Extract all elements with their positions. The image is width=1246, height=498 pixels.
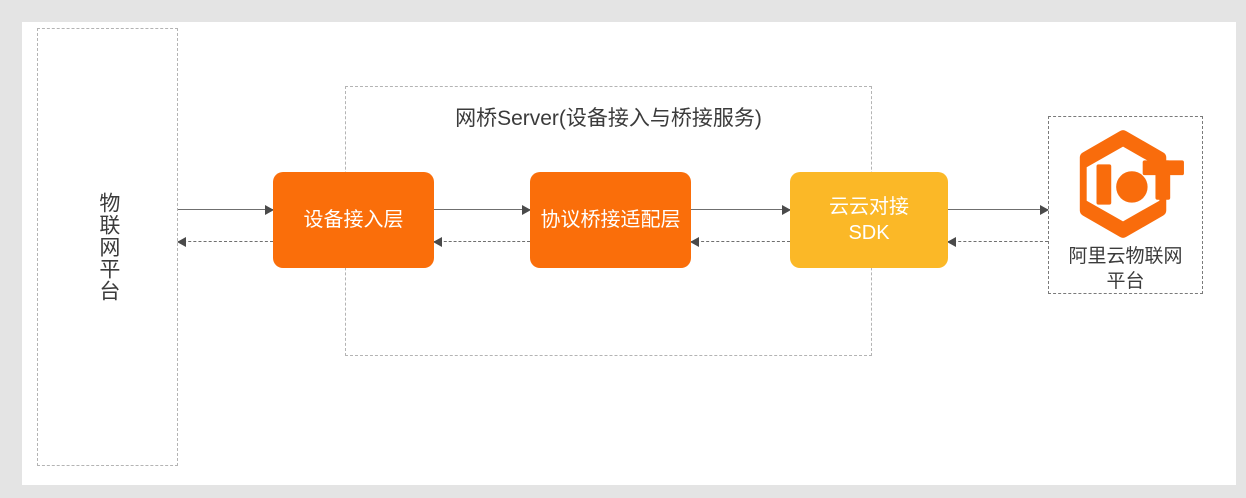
node-protocol-bridge[interactable]: 协议桥接适配层 [530, 172, 691, 268]
arrow-head-right-icon [1040, 204, 1049, 215]
arrow-line-dashed [178, 241, 273, 242]
arrow-head-left-icon [433, 236, 442, 247]
iot-platform-group: 物联网平台 [37, 28, 178, 466]
arrow-head-right-icon [265, 204, 274, 215]
arrow-line-dashed [434, 241, 530, 242]
node-cloud-sdk[interactable]: 云云对接 SDK [790, 172, 948, 268]
arrow-line [948, 209, 1048, 210]
node-cloud-sdk-label-line2: SDK [848, 222, 890, 244]
arrow-head-left-icon [690, 236, 699, 247]
bridge-server-title: 网桥Server(设备接入与桥接服务) [455, 107, 762, 130]
iot-platform-label-wrap: 物联网平台 [38, 29, 177, 465]
arrow-line-dashed [948, 241, 1048, 242]
node-protocol-bridge-label: 协议桥接适配层 [540, 208, 681, 231]
arrow-line [691, 209, 790, 210]
arrow-head-left-icon [947, 236, 956, 247]
node-device-access[interactable]: 设备接入层 [273, 172, 434, 268]
aliyun-iot-platform-group [1048, 116, 1203, 294]
node-cloud-sdk-label-line1: 云云对接 [829, 195, 909, 218]
node-cloud-sdk-label: 云云对接 SDK [829, 194, 909, 247]
arrow-line-dashed [691, 241, 790, 242]
iot-hexagon-logo-icon [1066, 128, 1184, 240]
iot-platform-label: 物联网平台 [96, 192, 120, 302]
node-device-access-label: 设备接入层 [303, 208, 404, 231]
arrow-head-left-icon [177, 236, 186, 247]
arrow-head-right-icon [522, 204, 531, 215]
arrow-head-right-icon [782, 204, 791, 215]
aliyun-caption-line1: 阿里云物联网 [1068, 246, 1183, 267]
arrow-line [434, 209, 530, 210]
arrow-line [178, 209, 273, 210]
aliyun-iot-platform-caption: 阿里云物联网 平台 [1048, 244, 1203, 295]
diagram-canvas: 物联网平台 网桥Server(设备接入与桥接服务) 设备接入层 [22, 22, 1236, 485]
aliyun-caption-line2: 平台 [1106, 271, 1145, 293]
